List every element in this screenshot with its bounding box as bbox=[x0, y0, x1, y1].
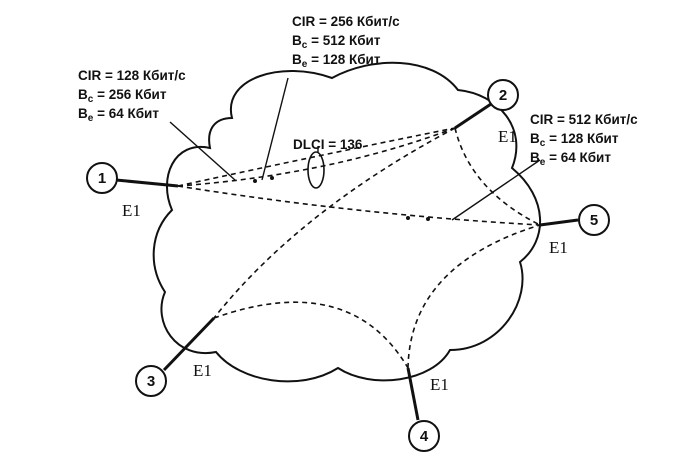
access-link-3 bbox=[162, 316, 216, 372]
vc-dot bbox=[270, 176, 274, 180]
access-link-2 bbox=[454, 102, 492, 130]
vc-2-3 bbox=[213, 127, 456, 319]
node-5-label: 5 bbox=[590, 212, 598, 229]
top-be: Be = 128 Кбит bbox=[292, 52, 381, 70]
right-annotation-leader bbox=[451, 159, 541, 221]
right-be: Be = 64 Кбит bbox=[530, 150, 611, 168]
access-link-1 bbox=[115, 178, 179, 188]
node-4-label: 4 bbox=[420, 428, 429, 445]
vc-3-4 bbox=[213, 301, 409, 369]
network-cloud bbox=[152, 61, 541, 383]
left-bc: Bc = 256 Кбит bbox=[78, 87, 167, 105]
top-cir: CIR = 256 Кбит/с bbox=[292, 14, 400, 29]
dlci-label: DLCI = 136 bbox=[293, 137, 363, 152]
node-1-circle bbox=[86, 162, 118, 194]
vc-1-2-a bbox=[177, 127, 456, 187]
left-annotation: CIR = 128 Кбит/с Bc = 256 Кбит Be = 64 К… bbox=[78, 68, 186, 124]
right-cir: CIR = 512 Кбит/с bbox=[530, 112, 638, 127]
left-annotation-leader bbox=[169, 121, 236, 181]
access-link-4 bbox=[406, 367, 420, 421]
node-1-label: 1 bbox=[98, 170, 106, 187]
right-annotation: CIR = 512 Кбит/с Bc = 128 Кбит Be = 64 К… bbox=[530, 112, 638, 168]
left-be: Be = 64 Кбит bbox=[78, 106, 159, 124]
vc-1-5 bbox=[177, 185, 541, 226]
access-link-5 bbox=[539, 218, 579, 227]
node-3-label: 3 bbox=[147, 373, 155, 390]
top-bc: Bc = 512 Кбит bbox=[292, 33, 381, 51]
top-annotation: CIR = 256 Кбит/с Bc = 512 Кбит Be = 128 … bbox=[292, 14, 400, 70]
node-1-port-label: E1 bbox=[122, 201, 141, 220]
node-3-circle bbox=[135, 365, 167, 397]
right-bc: Bc = 128 Кбит bbox=[530, 131, 619, 149]
node-4-circle bbox=[408, 420, 440, 452]
left-cir: CIR = 128 Кбит/с bbox=[78, 68, 186, 83]
node-2-circle bbox=[487, 79, 519, 111]
node-5-circle bbox=[578, 204, 610, 236]
node-5-port-label: E1 bbox=[549, 238, 568, 257]
node-2-port-label: E1 bbox=[498, 127, 517, 146]
node-2-label: 2 bbox=[499, 87, 507, 104]
top-annotation-leader bbox=[261, 77, 289, 181]
vc-dot bbox=[406, 216, 410, 220]
dlci-marker bbox=[307, 151, 325, 189]
vc-dot bbox=[426, 217, 430, 221]
node-4-port-label: E1 bbox=[430, 375, 449, 394]
vc-dot bbox=[253, 179, 257, 183]
node-3-port-label: E1 bbox=[193, 361, 212, 380]
